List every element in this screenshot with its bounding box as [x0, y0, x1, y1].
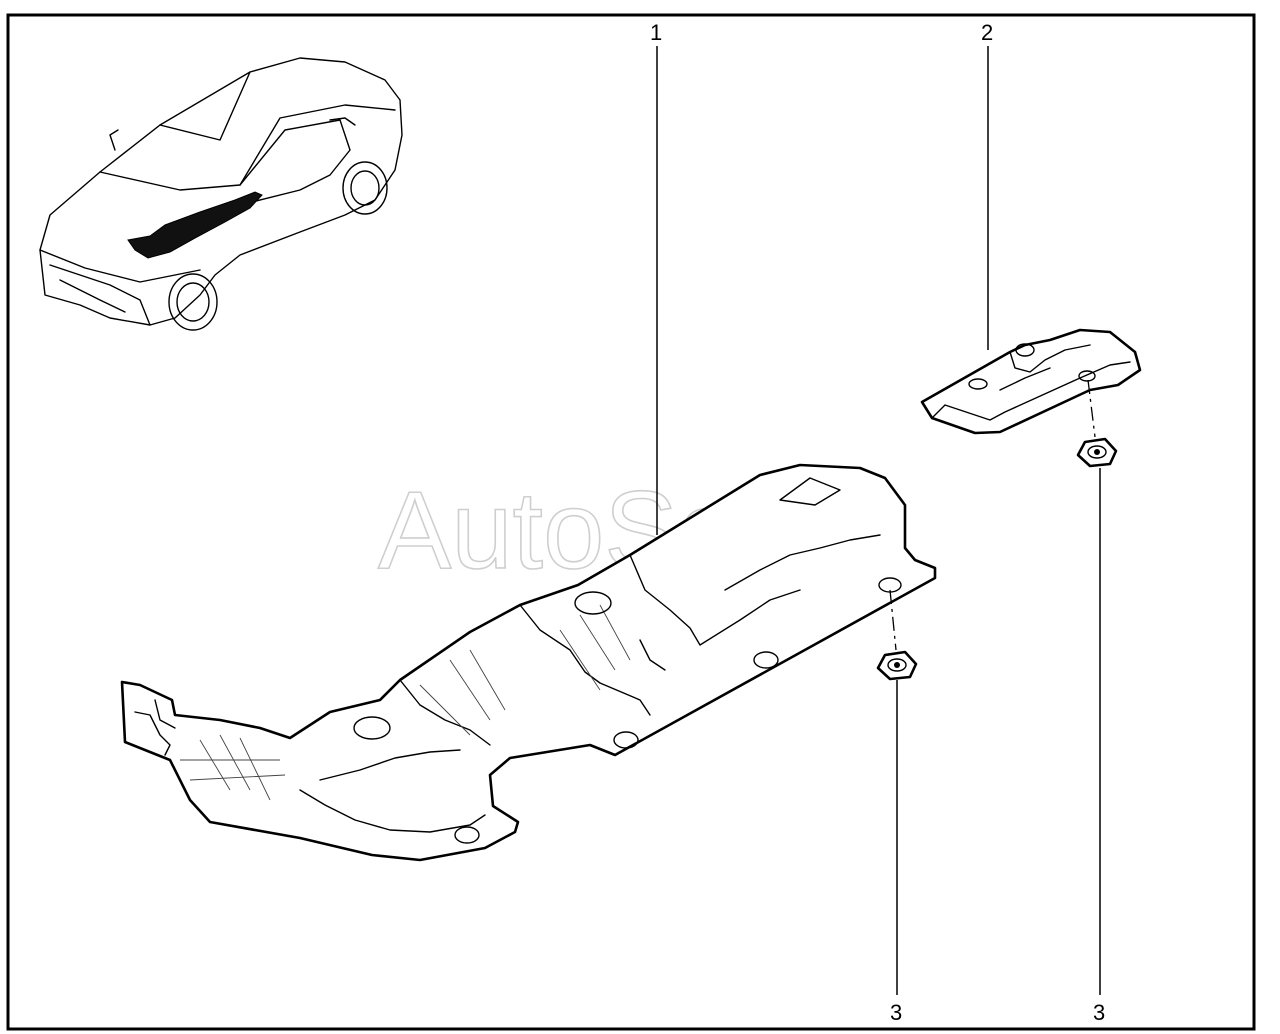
nut-icon: [1076, 437, 1118, 468]
callout-1: 1: [650, 20, 662, 45]
vehicle-locator-icon: [39, 57, 403, 331]
center-line: [1087, 379, 1096, 438]
callout-3: 3: [890, 1000, 902, 1025]
callout-2: 2: [981, 20, 993, 45]
diagram-frame: [6, 13, 1256, 1031]
nut-icon: [876, 650, 918, 681]
callout-3: 3: [1093, 1000, 1105, 1025]
heat-shield-small-icon: [920, 328, 1142, 435]
center-line: [889, 589, 897, 651]
heat-shield-main-icon: [120, 463, 937, 862]
